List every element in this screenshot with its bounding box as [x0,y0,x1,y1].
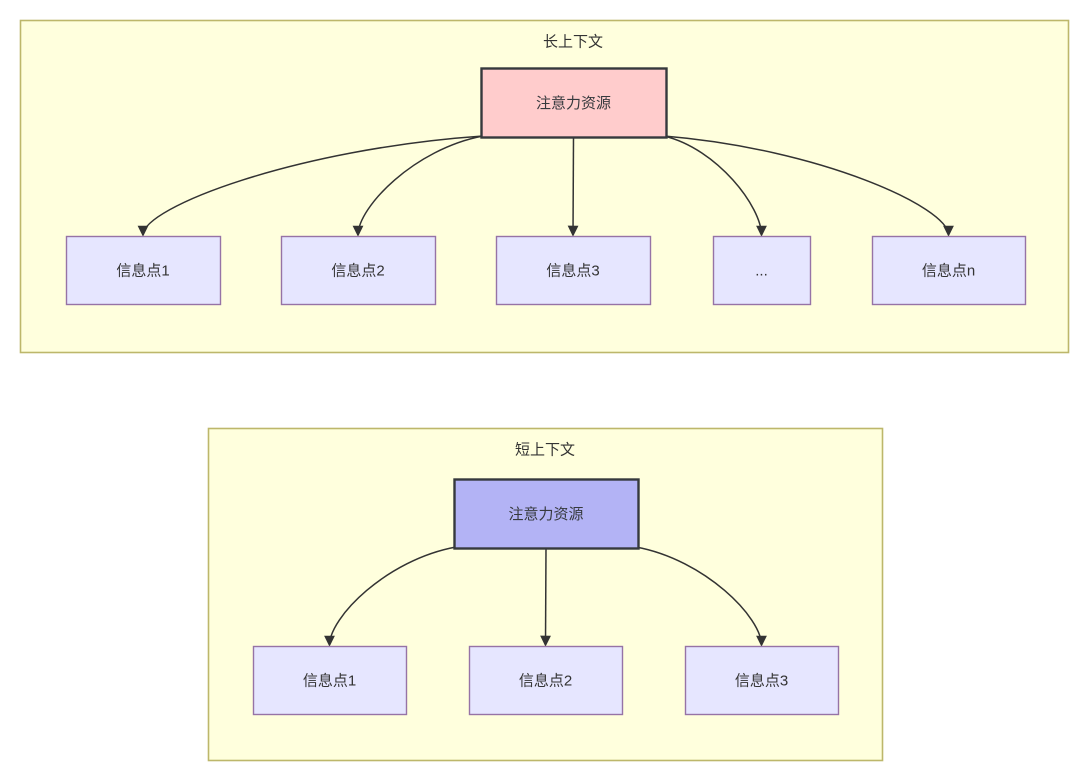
leaf-node-long-context-3-rect [712,235,812,306]
leaf-node-short-context-2-rect [684,645,840,716]
edge-long-context-0 [137,135,484,237]
root-node-long-context-rect [480,67,668,139]
leaf-node-long-context-0[interactable]: 信息点1 [65,235,222,306]
leaf-node-short-context-1-rect [468,645,624,716]
leaf-node-long-context-2[interactable]: 信息点3 [495,235,652,306]
edge-long-context-4 [663,135,954,237]
leaf-node-long-context-4-label: 信息点n [922,263,975,280]
leaf-node-long-context-2-label: 信息点3 [546,263,599,280]
leaf-node-long-context-0-label: 信息点1 [116,263,169,280]
leaf-node-short-context-0-rect [252,645,408,716]
root-node-long-context[interactable]: 注意力资源 [480,67,668,139]
group-title-short-context: 短上下文 [515,442,575,459]
leaf-node-short-context-0[interactable]: 信息点1 [252,645,408,716]
leaf-node-short-context-2-label: 信息点3 [735,673,788,690]
leaf-node-long-context-3-label: ... [755,263,768,280]
leaf-node-long-context-0-rect [65,235,222,306]
edge-long-context-1 [352,135,484,237]
edge-short-context-1 [540,547,551,647]
edge-long-context-2 [567,136,579,237]
root-node-long-context-label: 注意力资源 [536,94,611,112]
leaf-node-short-context-1[interactable]: 信息点2 [468,645,624,716]
edge-long-context-3 [663,135,767,237]
root-node-short-context-label: 注意力资源 [508,505,583,523]
root-node-short-context[interactable]: 注意力资源 [453,478,640,550]
edge-short-context-0 [324,546,457,647]
edges-layer [137,135,954,647]
root-node-short-context-rect [453,478,640,550]
leaf-node-long-context-4-rect [871,235,1027,306]
leaf-node-short-context-2[interactable]: 信息点3 [684,645,840,716]
leaf-node-long-context-1-rect [280,235,437,306]
group-title-long-context: 长上下文 [543,34,603,51]
edge-short-context-2 [635,546,767,647]
leaf-node-long-context-2-rect [495,235,652,306]
leaf-node-short-context-0-label: 信息点1 [303,673,356,690]
leaf-node-long-context-4[interactable]: 信息点n [871,235,1027,306]
leaf-node-short-context-1-label: 信息点2 [519,673,572,690]
leaf-node-long-context-1-label: 信息点2 [331,263,384,280]
leaf-node-long-context-1[interactable]: 信息点2 [280,235,437,306]
leaf-node-long-context-3[interactable]: ... [712,235,812,306]
